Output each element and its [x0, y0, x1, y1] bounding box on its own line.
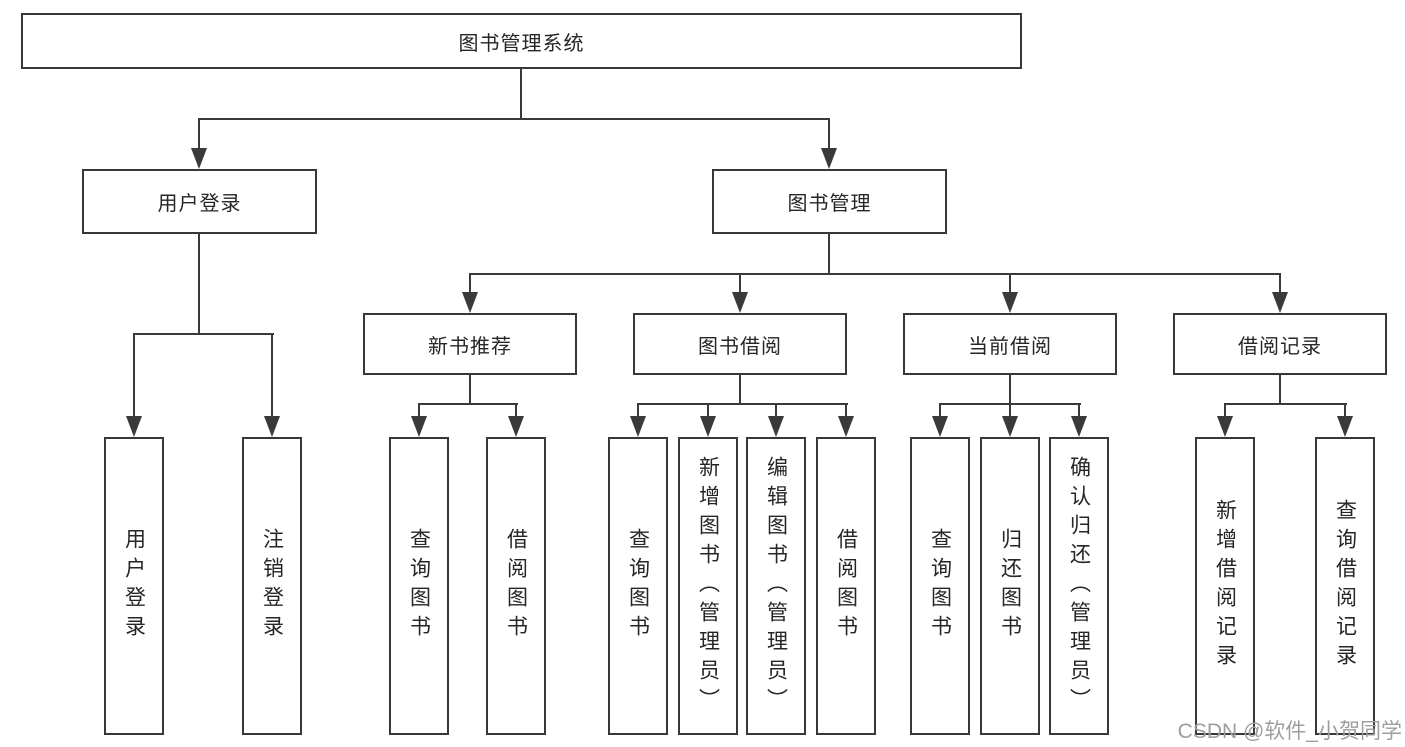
arrowhead-down-icon [1217, 416, 1233, 437]
arrowhead-down-icon [700, 416, 716, 437]
node-label: 图书借阅 [698, 335, 782, 358]
node-label: 注销登录 [260, 528, 284, 644]
connector-new-book-recommend-rail [418, 403, 518, 405]
node-new-book-recommend: 新书推荐 [363, 313, 577, 375]
connector-drop-user-login [198, 118, 200, 150]
arrowhead-down-icon [768, 416, 784, 437]
arrowhead-down-icon [821, 148, 837, 169]
connector-drop-cb-confirm-return [1078, 403, 1080, 418]
node-bb-query-book: 查询图书 [608, 437, 668, 735]
node-rec-borrow-book: 借阅图书 [486, 437, 546, 735]
csdn-watermark: CSDN @软件_小贺同学 [1177, 720, 1402, 743]
node-br-query-record: 查询借阅记录 [1315, 437, 1375, 735]
arrowhead-down-icon [838, 416, 854, 437]
node-label: 归还图书 [998, 528, 1022, 644]
node-label: 查询图书 [626, 528, 650, 644]
node-label: 新增借阅记录 [1213, 499, 1237, 673]
node-bb-add-book: 新增图书（管理员） [678, 437, 738, 735]
connector-drop-bb-query-book [637, 403, 639, 418]
node-label: 确认归还（管理员） [1067, 455, 1091, 717]
connector-new-book-recommend-drop [469, 375, 471, 405]
node-label: 查询图书 [928, 528, 952, 644]
arrowhead-down-icon [508, 416, 524, 437]
node-label: 当前借阅 [968, 335, 1052, 358]
connector-drop-bb-add-book [707, 403, 709, 418]
connector-drop-current-borrowing [1009, 273, 1011, 295]
node-cb-query-book: 查询图书 [910, 437, 970, 735]
node-label: 查询借阅记录 [1333, 499, 1357, 673]
node-label: 用户登录 [122, 528, 146, 644]
connector-drop-rec-query-book [418, 403, 420, 418]
connector-drop-br-add-record [1224, 403, 1226, 418]
node-bb-edit-book: 编辑图书（管理员） [746, 437, 806, 735]
arrowhead-down-icon [1002, 292, 1018, 313]
connector-user-login-rail [133, 333, 274, 335]
arrowhead-down-icon [1337, 416, 1353, 437]
node-label: 新书推荐 [428, 335, 512, 358]
node-label: 查询图书 [407, 528, 431, 644]
node-book-management: 图书管理 [712, 169, 947, 234]
node-book-borrowing: 图书借阅 [633, 313, 847, 375]
node-cb-return-book: 归还图书 [980, 437, 1040, 735]
arrowhead-down-icon [126, 416, 142, 437]
connector-user-login-drop [198, 234, 200, 335]
node-borrowing-records: 借阅记录 [1173, 313, 1387, 375]
node-label: 新增图书（管理员） [696, 455, 720, 717]
node-br-add-record: 新增借阅记录 [1195, 437, 1255, 735]
arrowhead-down-icon [932, 416, 948, 437]
arrowhead-down-icon [1002, 416, 1018, 437]
node-label: 图书管理 [787, 193, 872, 215]
connector-drop-new-book-recommend [469, 273, 471, 295]
node-label: 借阅图书 [834, 528, 858, 644]
node-label: 图书管理系统 [458, 32, 585, 55]
connector-drop-cb-return-book [1009, 403, 1011, 418]
node-library-management-system: 图书管理系统 [21, 13, 1022, 69]
connector-level2-rail [198, 118, 830, 120]
connector-level3-rail [469, 273, 1281, 275]
arrowhead-down-icon [411, 416, 427, 437]
arrowhead-down-icon [1272, 292, 1288, 313]
connector-drop-book-management [828, 118, 830, 150]
node-label: 借阅记录 [1238, 335, 1322, 358]
arrowhead-down-icon [264, 416, 280, 437]
connector-drop-book-borrowing [739, 273, 741, 295]
arrowhead-down-icon [462, 292, 478, 313]
connector-book-borrowing-rail [637, 403, 848, 405]
connector-borrowing-records-rail [1224, 403, 1347, 405]
connector-book-management-drop [828, 234, 830, 275]
connector-drop-bb-borrow-book [845, 403, 847, 418]
node-logout: 注销登录 [242, 437, 302, 735]
connector-current-borrowing-drop [1009, 375, 1011, 405]
connector-borrowing-records-drop [1279, 375, 1281, 405]
connector-root-drop [520, 69, 522, 118]
connector-drop-rec-borrow-book [515, 403, 517, 418]
node-label: 编辑图书（管理员） [764, 455, 788, 717]
node-user-login: 用户登录 [82, 169, 317, 234]
node-label: 借阅图书 [504, 528, 528, 644]
connector-drop-cb-query-book [939, 403, 941, 418]
arrowhead-down-icon [1071, 416, 1087, 437]
arrowhead-down-icon [630, 416, 646, 437]
node-current-borrowing: 当前借阅 [903, 313, 1117, 375]
connector-drop-br-query-record [1344, 403, 1346, 418]
node-label: 用户登录 [157, 193, 242, 215]
node-user-login-leaf: 用户登录 [104, 437, 164, 735]
connector-book-borrowing-drop [739, 375, 741, 405]
arrowhead-down-icon [732, 292, 748, 313]
node-rec-query-book: 查询图书 [389, 437, 449, 735]
node-bb-borrow-book: 借阅图书 [816, 437, 876, 735]
connector-drop-borrowing-records [1279, 273, 1281, 295]
node-cb-confirm-return: 确认归还（管理员） [1049, 437, 1109, 735]
connector-drop-logout [271, 333, 273, 418]
connector-drop-bb-edit-book [775, 403, 777, 418]
connector-drop-user-login-leaf [133, 333, 135, 418]
arrowhead-down-icon [191, 148, 207, 169]
